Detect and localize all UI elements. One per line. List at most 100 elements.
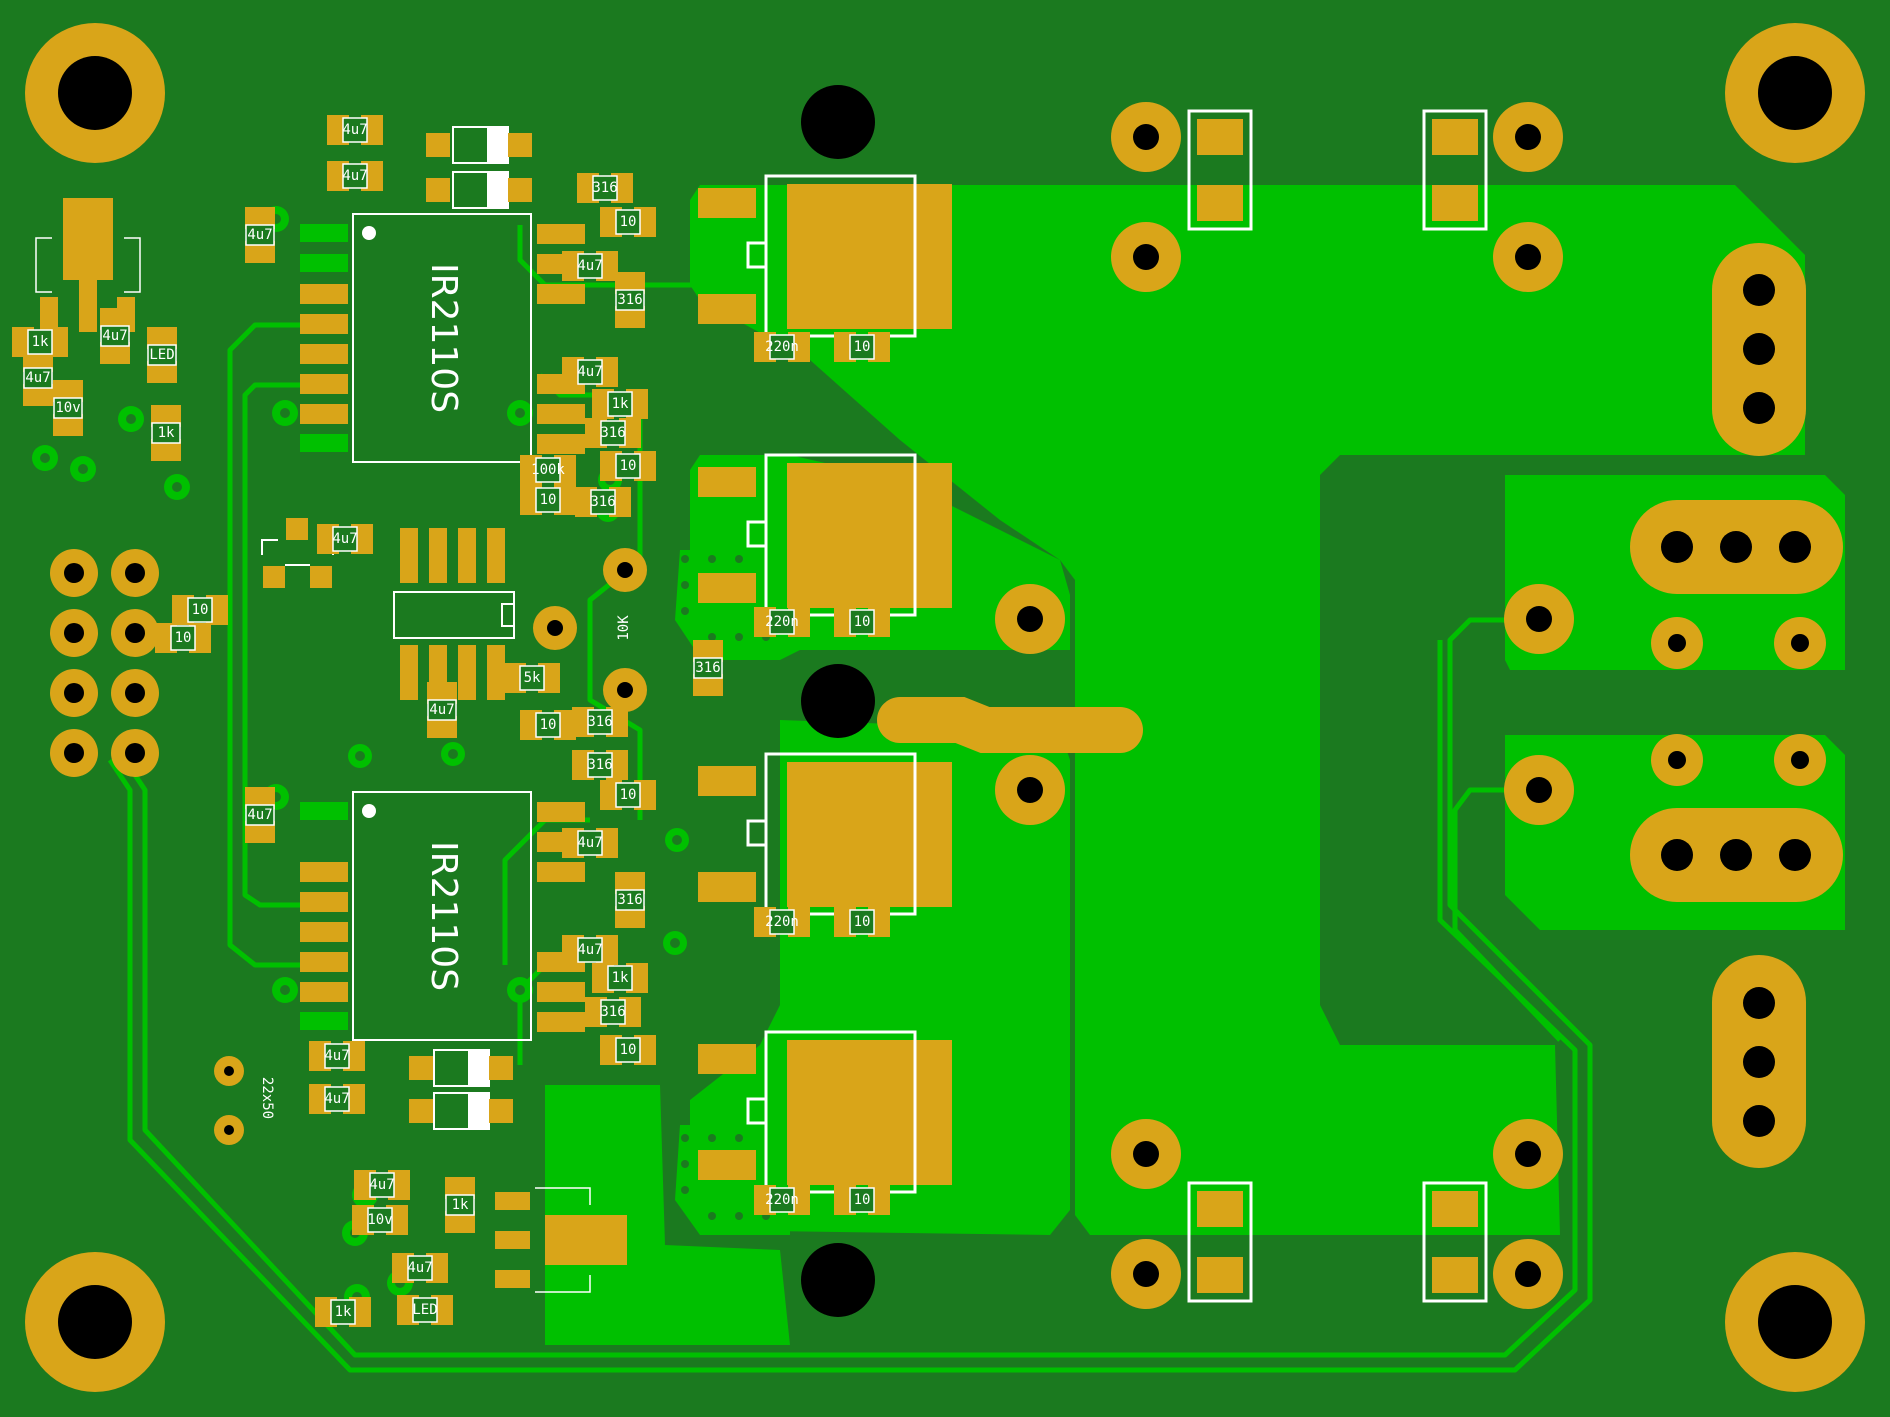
thermal-vias bbox=[681, 555, 770, 1220]
part-value-label: 10 bbox=[192, 602, 209, 618]
smd-part-r-10: 10 bbox=[600, 1035, 656, 1065]
smd-part-r-100k: 100k bbox=[520, 455, 576, 485]
smd-part-c-4u7: 4u7 bbox=[100, 308, 130, 364]
smd-part-r-1k: 1k bbox=[12, 327, 68, 357]
smd-part-c-4u7: 4u7 bbox=[327, 115, 383, 145]
part-value-label: 4u7 bbox=[332, 531, 357, 547]
part-value-label: 316 bbox=[617, 892, 642, 908]
smd-part-c-220n: 220n bbox=[754, 607, 810, 637]
part-value-label: 1k bbox=[158, 425, 175, 441]
part-value-label: 1k bbox=[612, 396, 629, 412]
part-value-label: 4u7 bbox=[429, 702, 454, 718]
part-value-label: 10 bbox=[854, 914, 871, 930]
smd-part-cap-316: 316 bbox=[577, 173, 633, 203]
part-value-label: 316 bbox=[592, 180, 617, 196]
smd-part-c-4u7: 4u7 bbox=[23, 350, 53, 406]
smd-part-c-4u7: 4u7 bbox=[309, 1041, 365, 1071]
part-value-label: 4u7 bbox=[102, 328, 127, 344]
gate-driver-ics: IR2110S IR2110S bbox=[300, 213, 585, 1041]
part-value-label: 10 bbox=[620, 214, 637, 230]
part-value-label: 220n bbox=[765, 1192, 799, 1208]
part-value-label: LED bbox=[149, 347, 174, 363]
smd-part-r-1k: 1k bbox=[151, 405, 181, 461]
mounting-holes bbox=[25, 23, 1865, 1392]
part-value-label: 316 bbox=[590, 494, 615, 510]
part-value-label: 4u7 bbox=[324, 1048, 349, 1064]
part-value-label: 4u7 bbox=[324, 1091, 349, 1107]
part-value-label: 4u7 bbox=[369, 1177, 394, 1193]
mosfet-packages bbox=[698, 174, 952, 1194]
smd-part-r-10: 10 bbox=[172, 595, 228, 625]
part-value-label: 316 bbox=[587, 757, 612, 773]
part-value-label: 1k bbox=[452, 1197, 469, 1213]
smd-part-r-5k: 5k bbox=[504, 663, 560, 693]
part-value-label: 10 bbox=[620, 787, 637, 803]
part-value-label: 4u7 bbox=[577, 364, 602, 380]
smd-part-led: LED bbox=[397, 1295, 453, 1325]
smd-part-c-4u7: 4u7 bbox=[427, 682, 457, 738]
smd-part-c-4u7: 4u7 bbox=[354, 1170, 410, 1200]
logic-ic bbox=[393, 528, 515, 700]
part-value-label: 10v bbox=[55, 400, 80, 416]
smd-part-r-10: 10 bbox=[834, 907, 890, 937]
smd-part-r-10: 10 bbox=[600, 451, 656, 481]
part-value-label: 100k bbox=[531, 462, 565, 478]
connector-label: 22x50 bbox=[259, 1077, 275, 1119]
ic-label-u1: IR2110S bbox=[423, 263, 464, 413]
smd-part-cap-316: 316 bbox=[575, 487, 631, 517]
part-value-label: 4u7 bbox=[577, 258, 602, 274]
part-value-label: 10 bbox=[540, 492, 557, 508]
part-value-label: 4u7 bbox=[342, 122, 367, 138]
part-value-label: 316 bbox=[587, 714, 612, 730]
smd-part-c-4u7: 4u7 bbox=[562, 935, 618, 965]
part-value-label: 4u7 bbox=[247, 807, 272, 823]
part-value-label: 10 bbox=[620, 1042, 637, 1058]
part-value-label: 4u7 bbox=[577, 835, 602, 851]
smd-part-c-4u7: 4u7 bbox=[562, 251, 618, 281]
smd-part-r-1k: 1k bbox=[592, 389, 648, 419]
smd-part-r-1k: 1k bbox=[592, 963, 648, 993]
smd-part-c-220n: 220n bbox=[754, 332, 810, 362]
part-value-label: 1k bbox=[335, 1304, 352, 1320]
part-value-label: 220n bbox=[765, 914, 799, 930]
part-value-label: 316 bbox=[600, 1004, 625, 1020]
part-value-label: 5k bbox=[524, 670, 541, 686]
part-value-label: 4u7 bbox=[342, 168, 367, 184]
part-value-label: 10 bbox=[620, 458, 637, 474]
part-value-label: 1k bbox=[32, 334, 49, 350]
part-value-label: 4u7 bbox=[577, 942, 602, 958]
voltage-regulator bbox=[35, 198, 627, 1293]
part-value-label: 316 bbox=[617, 292, 642, 308]
part-value-label: 4u7 bbox=[25, 370, 50, 386]
smd-part-cap-316: 316 bbox=[585, 418, 641, 448]
part-value-label: 10 bbox=[175, 630, 192, 646]
part-value-label: 4u7 bbox=[407, 1260, 432, 1276]
snubber-caps bbox=[1187, 109, 1488, 1303]
terminal-drills bbox=[1661, 274, 1811, 1137]
smd-part-c-4u7: 4u7 bbox=[317, 524, 373, 554]
smd-part-c-4u7: 4u7 bbox=[245, 207, 275, 263]
smd-part-c-10v: 10v bbox=[352, 1205, 408, 1235]
smd-part-r-1k: 1k bbox=[445, 1177, 475, 1233]
smd-part-cap-316: 316 bbox=[585, 997, 641, 1027]
smd-part-r-10: 10 bbox=[834, 607, 890, 637]
smd-part-c-10v: 10v bbox=[53, 380, 83, 436]
smd-part-cap-316: 316 bbox=[693, 640, 723, 696]
smd-part-r-10: 10 bbox=[600, 207, 656, 237]
part-value-label: 220n bbox=[765, 339, 799, 355]
smd-part-c-4u7: 4u7 bbox=[392, 1253, 448, 1283]
smd-part-r-10: 10 bbox=[834, 332, 890, 362]
smd-passives: 4u7 4u7 4u7 4u7 4u7 4u7 4u7 4u7 4u7 4u7 4u7 4u7 4u7 4… bbox=[12, 115, 890, 1327]
smd-part-c-220n: 220n bbox=[754, 907, 810, 937]
smd-part-cap-316: 316 bbox=[615, 272, 645, 328]
ic-label-u2: IR2110S bbox=[423, 841, 464, 991]
part-value-label: 10 bbox=[854, 614, 871, 630]
smd-part-c-4u7: 4u7 bbox=[245, 787, 275, 843]
part-value-label: 1k bbox=[612, 970, 629, 986]
smd-part-r-10: 10 bbox=[834, 1185, 890, 1215]
part-value-label: 10v bbox=[367, 1212, 392, 1228]
diodes bbox=[409, 126, 532, 1130]
smd-part-r-10: 10 bbox=[520, 485, 576, 515]
smd-part-cap-316: 316 bbox=[572, 707, 628, 737]
